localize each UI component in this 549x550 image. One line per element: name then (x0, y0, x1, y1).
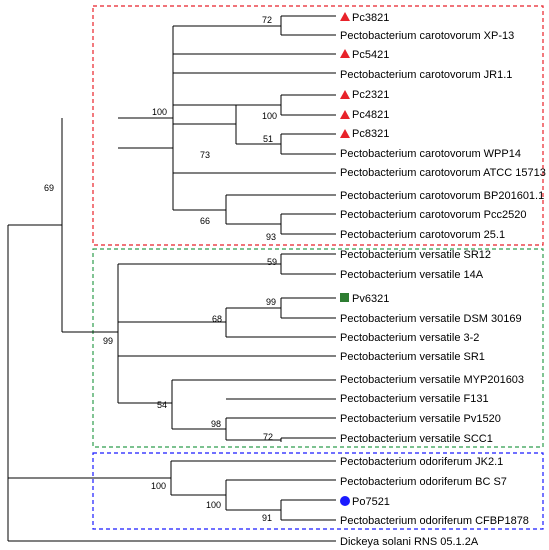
tip-label-bcs7: Pectobacterium odoriferum BC S7 (340, 476, 507, 488)
tip-label-dsm30169: Pectobacterium versatile DSM 30169 (340, 313, 522, 325)
tip-label-sr1: Pectobacterium versatile SR1 (340, 351, 485, 363)
tip-label-atcc15713: Pectobacterium carotovorum ATCC 15713 (340, 167, 546, 179)
bootstrap-value: 100 (151, 481, 166, 491)
bootstrap-value: 73 (200, 150, 210, 160)
tip-label-xp13: Pectobacterium carotovorum XP-13 (340, 30, 514, 42)
tip-label-pc8321: Pc8321 (352, 128, 389, 140)
versatile-clade-box (92, 248, 544, 448)
tip-label-sr12: Pectobacterium versatile SR12 (340, 249, 491, 261)
tip-label-wpp14: Pectobacterium carotovorum WPP14 (340, 148, 521, 160)
red-triangle-icon (340, 90, 350, 99)
tip-labels: Pc3821 Pectobacterium carotovorum XP-13 … (340, 12, 546, 548)
tip-label-dickeya: Dickeya solani RNS 05.1.2A (340, 536, 479, 548)
tip-label-pv6321: Pv6321 (352, 293, 389, 305)
bootstrap-value: 72 (262, 15, 272, 25)
tip-label-scc1: Pectobacterium versatile SCC1 (340, 433, 493, 445)
bootstrap-value: 100 (206, 500, 221, 510)
red-triangle-icon (340, 49, 350, 58)
tip-label-jk21: Pectobacterium odoriferum JK2.1 (340, 456, 503, 468)
tip-label-251: Pectobacterium carotovorum 25.1 (340, 229, 505, 241)
bootstrap-value: 72 (263, 432, 273, 442)
tip-label-bp201601: Pectobacterium carotovorum BP201601.1 (340, 190, 544, 202)
tip-label-jr11: Pectobacterium carotovorum JR1.1 (340, 69, 512, 81)
bootstrap-value: 98 (211, 419, 221, 429)
tip-label-pc5421: Pc5421 (352, 49, 389, 61)
bootstrap-value: 91 (262, 513, 272, 523)
red-triangle-icon (340, 12, 350, 21)
red-triangle-icon (340, 129, 350, 138)
bootstrap-value: 100 (262, 111, 277, 121)
tip-label-po7521: Po7521 (352, 496, 390, 508)
tip-label-pc3821: Pc3821 (352, 12, 389, 24)
bootstrap-value: 54 (157, 400, 167, 410)
green-square-icon (340, 293, 349, 302)
red-triangle-icon (340, 110, 350, 119)
tip-label-myp201603: Pectobacterium versatile MYP201603 (340, 374, 524, 386)
tip-label-pcc2520: Pectobacterium carotovorum Pcc2520 (340, 209, 526, 221)
tip-label-3-2: Pectobacterium versatile 3-2 (340, 332, 479, 344)
tip-label-f131: Pectobacterium versatile F131 (340, 393, 489, 405)
odoriferum-clade-box (92, 452, 544, 530)
tip-label-pc4821: Pc4821 (352, 109, 389, 121)
bootstrap-value: 99 (103, 336, 113, 346)
bootstrap-value: 99 (266, 297, 276, 307)
blue-circle-icon (340, 496, 350, 506)
bootstrap-value: 93 (266, 232, 276, 242)
tip-label-cfbp1878: Pectobacterium odoriferum CFBP1878 (340, 515, 529, 527)
bootstrap-value: 69 (44, 183, 54, 193)
bootstrap-value: 100 (152, 107, 167, 117)
carotovorum-clade-box (92, 5, 544, 246)
tree-branches (7, 15, 336, 542)
bootstrap-value: 66 (200, 216, 210, 226)
bootstrap-values: 72 100 100 51 73 66 93 69 59 99 68 99 54… (44, 15, 277, 523)
bootstrap-value: 68 (212, 314, 222, 324)
bootstrap-value: 51 (263, 134, 273, 144)
tip-label-pv1520: Pectobacterium versatile Pv1520 (340, 413, 501, 425)
tip-label-pc2321: Pc2321 (352, 89, 389, 101)
tip-markers (340, 12, 350, 506)
bootstrap-value: 59 (267, 257, 277, 267)
tip-label-14a: Pectobacterium versatile 14A (340, 269, 484, 281)
